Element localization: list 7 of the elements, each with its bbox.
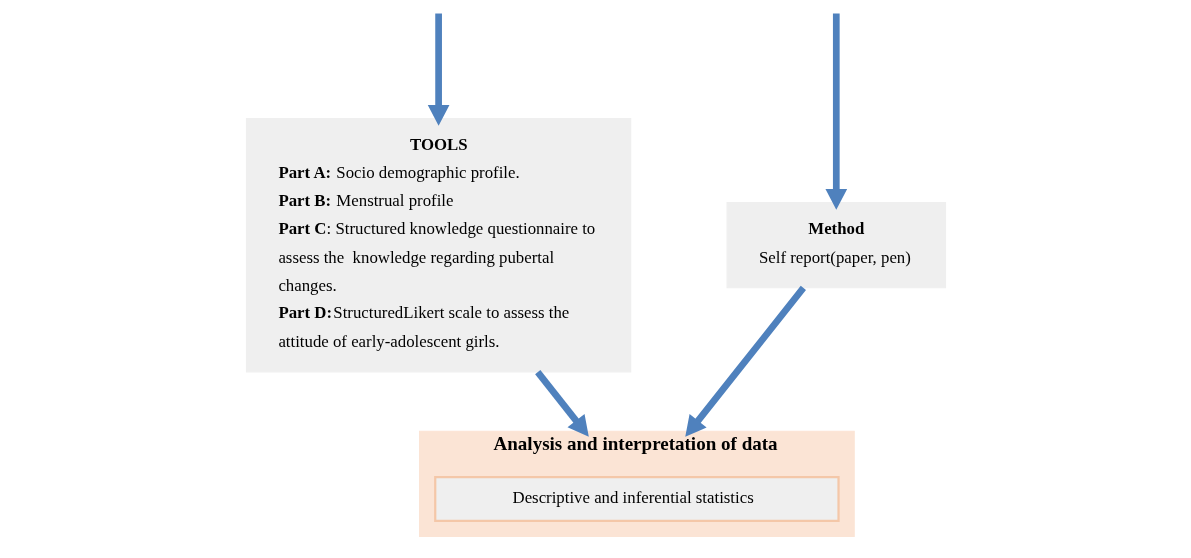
arrow <box>824 13 847 210</box>
arrow <box>684 285 806 437</box>
node-box: TOOLS Part A: Socio demographic profile. Part B: Menstrual profile Part C: Structured knowledge questionnaire to assess the knowledge regarding pubertal changes. Part D:StructuredLikert scale to assess the attitude of early-adolescent girls. <box>245 118 631 373</box>
arrow <box>534 370 589 437</box>
node-box: Method Self report(paper, pen) <box>726 202 946 289</box>
node-box: Descriptive and inferential statistics <box>433 476 840 522</box>
arrow <box>427 13 449 126</box>
